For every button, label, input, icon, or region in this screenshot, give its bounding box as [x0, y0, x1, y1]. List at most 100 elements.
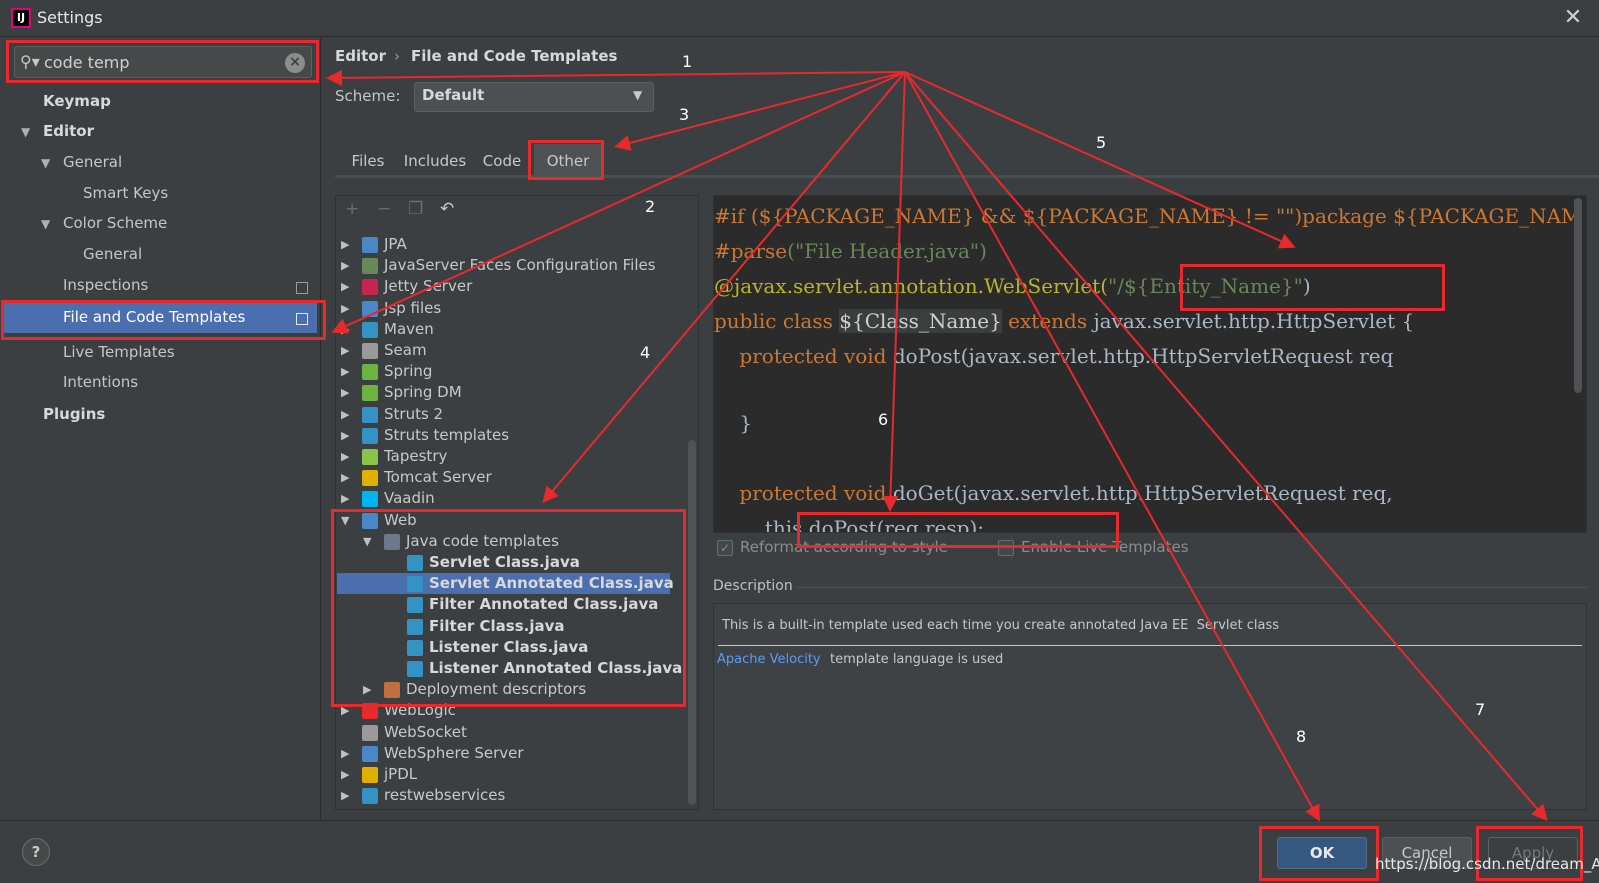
- framework-icon: [362, 406, 378, 423]
- editor-scrollbar[interactable]: [1574, 198, 1582, 393]
- framework-icon: [362, 343, 378, 359]
- search-input[interactable]: [44, 49, 274, 75]
- chevron-right-icon[interactable]: ▶: [341, 344, 350, 357]
- framework-icon: [362, 767, 378, 783]
- tree-item[interactable]: Seam: [384, 341, 427, 359]
- tree-item[interactable]: Tapestry: [384, 447, 448, 465]
- sidebar-item-keymap[interactable]: Keymap: [43, 92, 111, 110]
- chevron-down-icon[interactable]: ▼: [363, 534, 372, 548]
- framework-icon: [362, 364, 378, 381]
- description-panel: [713, 603, 1587, 810]
- sidebar-item-intentions[interactable]: Intentions: [63, 373, 139, 391]
- sidebar-item-smart-keys[interactable]: Smart Keys: [83, 184, 169, 202]
- chevron-down-icon[interactable]: ▼: [41, 156, 51, 170]
- annotation-number: 5: [1096, 133, 1107, 152]
- tree-item[interactable]: WebSocket: [384, 722, 467, 741]
- reset-icon[interactable]: ↶: [440, 199, 455, 219]
- sidebar-item-file-templates[interactable]: File and Code Templates: [3, 302, 317, 333]
- chevron-right-icon[interactable]: ▶: [363, 683, 372, 697]
- tree-item[interactable]: Maven: [384, 319, 434, 338]
- tree-item[interactable]: Spring: [384, 362, 433, 381]
- tree-item[interactable]: Spring DM: [384, 383, 462, 402]
- close-icon[interactable]: ✕: [1563, 5, 1583, 30]
- remove-icon[interactable]: −: [377, 199, 392, 219]
- tree-item[interactable]: restwebservices: [384, 786, 506, 805]
- annotation-number: 3: [679, 105, 690, 124]
- template-item[interactable]: Servlet Class.java: [429, 553, 580, 571]
- annotation-number: 7: [1475, 700, 1486, 719]
- chevron-right-icon[interactable]: ▶: [341, 428, 350, 442]
- chevron-right-icon[interactable]: ▶: [341, 238, 350, 251]
- add-icon[interactable]: +: [345, 199, 360, 219]
- copy-icon[interactable]: ❐: [408, 199, 424, 219]
- web-icon: [362, 512, 378, 529]
- chevron-right-icon[interactable]: ▶: [341, 322, 350, 336]
- chevron-down-icon[interactable]: ▼: [633, 88, 643, 102]
- watermark: https://blog.csdn.net/dream_AI: [1375, 855, 1599, 873]
- chevron-right-icon[interactable]: ▶: [341, 746, 350, 760]
- tab-code[interactable]: Code: [482, 152, 522, 170]
- reformat-checkbox[interactable]: ✓: [717, 540, 733, 556]
- sidebar-item-general[interactable]: General: [63, 153, 123, 171]
- cancel-button[interactable]: Cancel: [1382, 837, 1472, 869]
- tree-item-java-code-templates[interactable]: Java code templates: [406, 531, 559, 550]
- sidebar-item-plugins[interactable]: Plugins: [43, 405, 106, 423]
- tree-scrollbar[interactable]: [688, 440, 696, 805]
- sidebar-item-editor[interactable]: Editor: [43, 122, 94, 140]
- chevron-right-icon[interactable]: ▶: [341, 407, 350, 421]
- tree-item[interactable]: WebSphere Server: [384, 743, 524, 762]
- chevron-right-icon[interactable]: ▶: [341, 386, 350, 400]
- tree-item[interactable]: Struts templates: [384, 425, 510, 444]
- search-icon[interactable]: ⚲▾: [20, 52, 40, 71]
- tree-item[interactable]: JPA: [384, 235, 407, 253]
- java-file-icon: [407, 639, 423, 656]
- sidebar-item-inspections[interactable]: Inspections: [63, 276, 149, 294]
- tree-item[interactable]: Struts 2: [384, 404, 444, 423]
- chevron-right-icon[interactable]: ▶: [341, 301, 350, 315]
- chevron-right-icon[interactable]: ▶: [341, 768, 350, 781]
- sidebar-item-live-templates[interactable]: Live Templates: [63, 343, 175, 361]
- chevron-right-icon[interactable]: ▶: [341, 789, 350, 803]
- chevron-right-icon[interactable]: ▶: [341, 280, 350, 294]
- tree-item[interactable]: Tomcat Server: [384, 468, 492, 487]
- sidebar-item-color-general[interactable]: General: [83, 245, 143, 263]
- tree-item[interactable]: Jsp files: [384, 298, 442, 317]
- sidebar-item-color-scheme[interactable]: Color Scheme: [63, 214, 168, 232]
- scheme-label: Scheme:: [335, 87, 401, 105]
- tree-item[interactable]: Jetty Server: [384, 277, 473, 296]
- chevron-right-icon[interactable]: ▶: [341, 450, 350, 463]
- template-item[interactable]: Listener Class.java: [429, 637, 589, 656]
- tree-item-deployment-descriptors[interactable]: Deployment descriptors: [406, 680, 587, 699]
- tab-includes[interactable]: Includes: [403, 152, 467, 170]
- code-line-2: #parse("File Header.java"): [714, 239, 987, 263]
- chevron-right-icon[interactable]: ▶: [341, 365, 350, 379]
- template-item[interactable]: Filter Annotated Class.java: [429, 595, 659, 614]
- java-file-icon: [407, 618, 423, 635]
- clear-search-icon[interactable]: ×: [285, 53, 305, 73]
- chevron-right-icon[interactable]: ▶: [341, 704, 350, 718]
- tree-item[interactable]: JavaServer Faces Configuration Files: [384, 256, 656, 275]
- chevron-right-icon[interactable]: ▶: [341, 492, 350, 506]
- apply-button[interactable]: Apply: [1488, 837, 1578, 869]
- help-button[interactable]: ?: [22, 838, 50, 866]
- annotation-number: 4: [640, 343, 651, 362]
- project-copy-icon: [296, 313, 308, 325]
- chevron-right-icon[interactable]: ▶: [341, 259, 350, 273]
- title-bar: [0, 0, 1599, 37]
- java-file-icon: [407, 597, 423, 614]
- tree-item[interactable]: jPDL: [384, 765, 418, 783]
- tree-item-web[interactable]: Web: [384, 510, 417, 529]
- ok-button[interactable]: OK: [1277, 837, 1367, 869]
- code-line-7: protected void doGet(javax.servlet.http.…: [714, 481, 1393, 505]
- template-item[interactable]: Listener Annotated Class.java: [429, 659, 683, 677]
- chevron-right-icon[interactable]: ▶: [341, 471, 350, 485]
- template-item[interactable]: Filter Class.java: [429, 616, 565, 635]
- tab-files[interactable]: Files: [351, 152, 385, 170]
- tree-item[interactable]: Vaadin: [384, 489, 435, 508]
- annotation-number: 6: [878, 410, 889, 429]
- framework-icon: [362, 321, 378, 338]
- apache-velocity-link[interactable]: Apache Velocity: [717, 652, 821, 667]
- chevron-down-icon[interactable]: ▼: [21, 125, 31, 139]
- chevron-down-icon[interactable]: ▼: [341, 513, 350, 527]
- chevron-down-icon[interactable]: ▼: [41, 217, 51, 231]
